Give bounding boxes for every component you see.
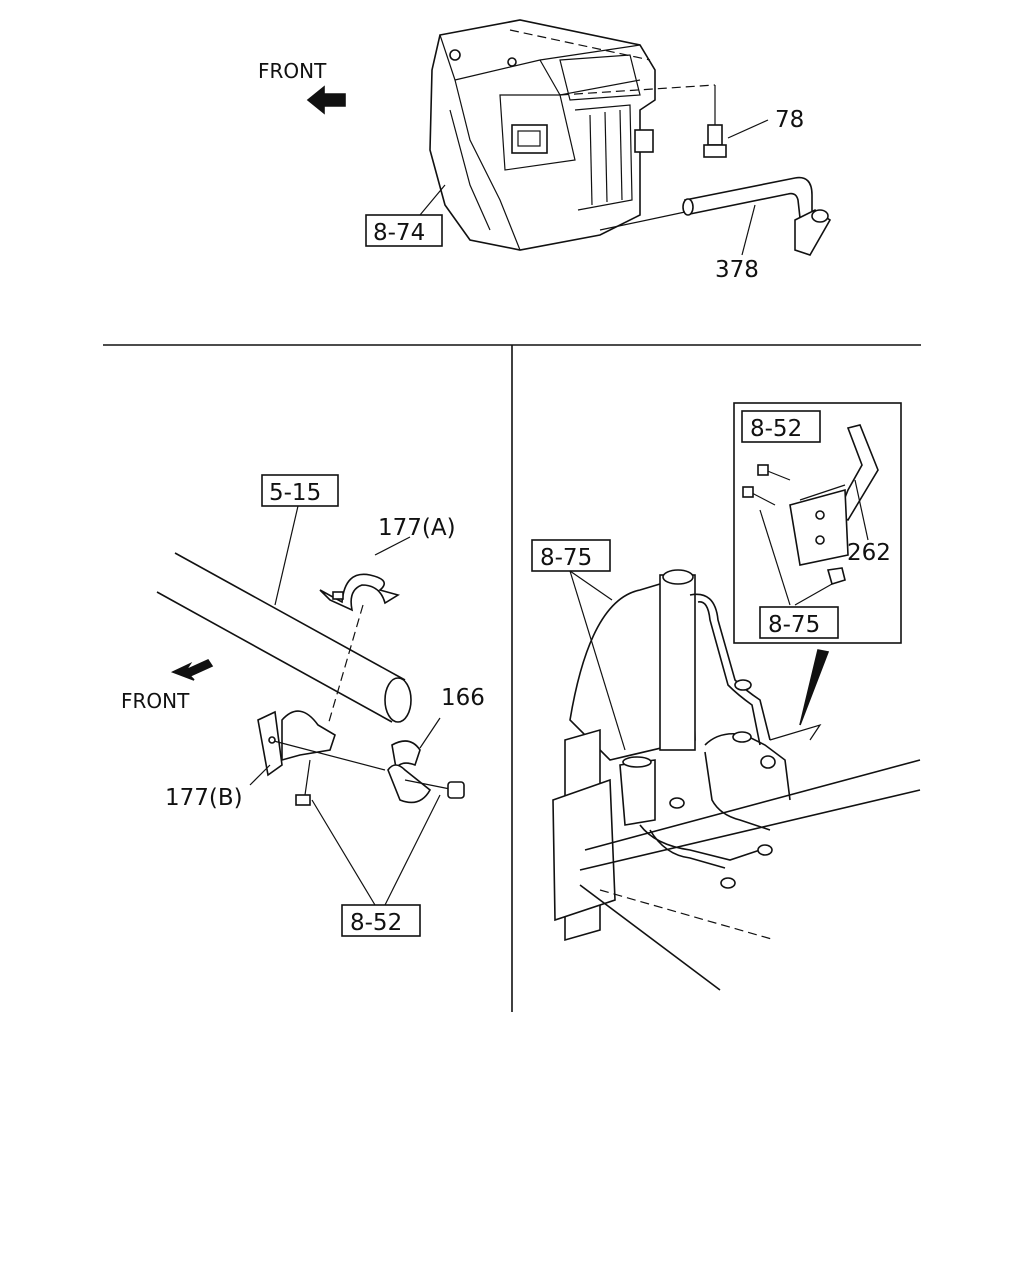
front-label: FRONT xyxy=(258,59,327,83)
fasteners-8-52 xyxy=(295,759,465,906)
callout-5-15: 5-15 xyxy=(269,480,321,506)
callout-8-74: 8-74 xyxy=(373,220,425,246)
drain-hose-378 xyxy=(599,176,832,256)
callout-box-8-75 xyxy=(531,539,611,572)
callout-177b: 177(B) xyxy=(165,785,243,811)
assembly-line-a xyxy=(327,604,364,726)
clip-166 xyxy=(387,717,441,804)
leader-8-74 xyxy=(419,184,446,216)
refrigerant-lines xyxy=(639,593,791,889)
left-section: 5-15 177(A) FRONT 177(B) 1 xyxy=(121,474,485,937)
callout-inset-8-75: 8-75 xyxy=(768,612,820,638)
right-section: 8-75 8-52 8-75 xyxy=(531,402,921,991)
frame-tube xyxy=(156,552,412,723)
callout-78: 78 xyxy=(775,107,804,133)
callout-box-8-52 xyxy=(341,904,421,937)
top-section: FRONT 78 xyxy=(258,19,832,283)
callout-inset-8-52: 8-52 xyxy=(750,416,802,442)
condenser-assembly xyxy=(552,569,921,991)
hvac-unit xyxy=(429,19,716,251)
callout-262: 262 xyxy=(847,540,891,566)
bracket-177b xyxy=(249,710,386,786)
callout-box-inset-8-75 xyxy=(759,606,839,639)
leaders-8-75 xyxy=(569,570,626,751)
inset-panel: 8-52 8-75 xyxy=(733,402,902,644)
callout-box-8-74 xyxy=(365,214,443,247)
callout-378: 378 xyxy=(715,257,759,283)
callout-166: 166 xyxy=(441,685,485,711)
leader-5-15 xyxy=(274,505,299,606)
callout-box-5-15 xyxy=(261,474,339,507)
front-arrow-icon xyxy=(170,658,214,681)
callout-8-75: 8-75 xyxy=(540,545,592,571)
clamp-177a xyxy=(319,536,411,612)
mount-point xyxy=(769,723,822,741)
front-label-left: FRONT xyxy=(121,689,190,713)
callout-box-inset-8-52 xyxy=(741,410,821,443)
bolt-78 xyxy=(703,85,769,158)
front-arrow-icon xyxy=(306,85,346,115)
inset-pointer xyxy=(799,649,830,726)
callout-177a: 177(A) xyxy=(378,515,456,541)
section-dividers xyxy=(103,344,921,1012)
callout-8-52: 8-52 xyxy=(350,910,402,936)
